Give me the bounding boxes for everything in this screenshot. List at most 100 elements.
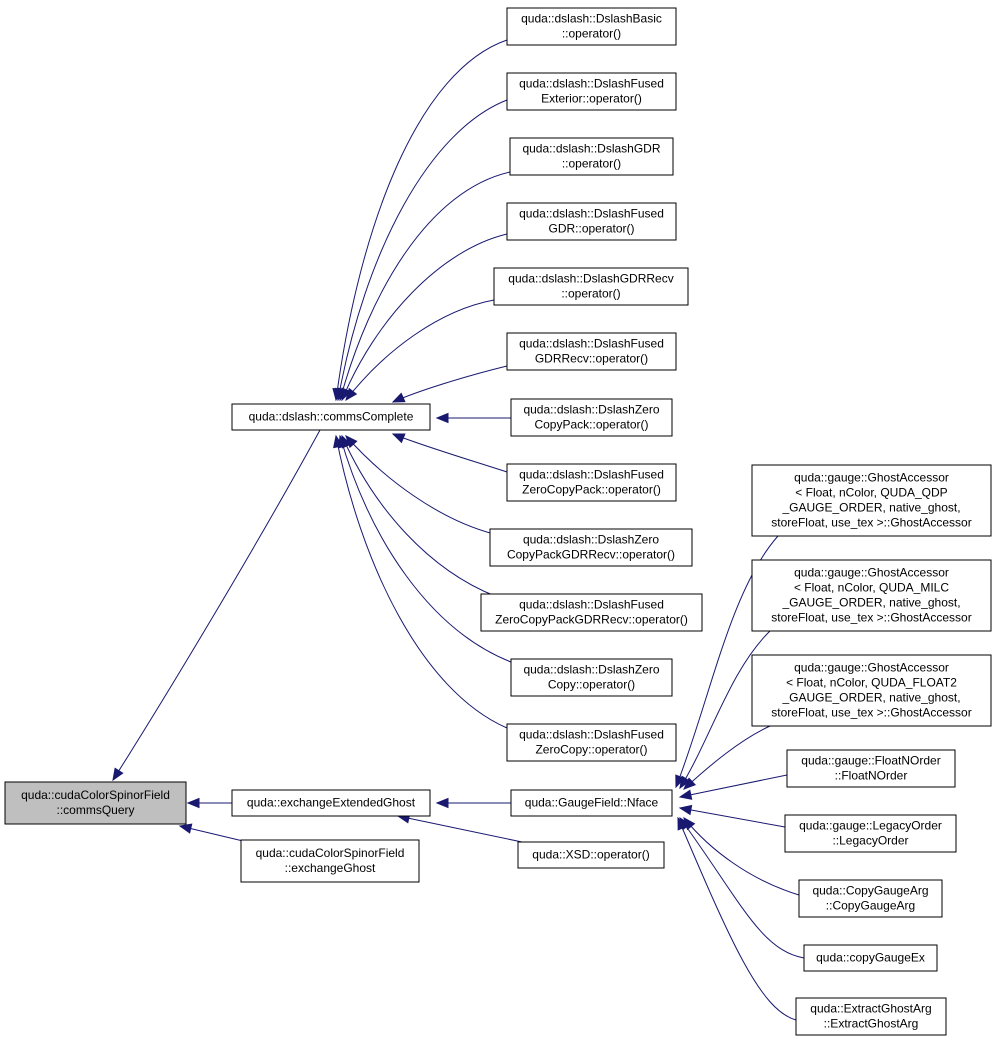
node-label-line: quda::gauge::GhostAccessor — [794, 661, 949, 675]
edge-dslash_gdr-to-comms_complete — [337, 171, 511, 402]
node-label-line: storeFloat, use_tex >::GhostAccessor — [771, 706, 971, 720]
node-dslash-fused-zero-copy-pack[interactable]: quda::dslash::DslashFusedZeroCopyPack::o… — [506, 463, 677, 502]
arrowhead — [435, 797, 449, 809]
edge-dslash_fused_zero_copy_pack-to-comms_complete — [391, 433, 508, 473]
node-label-line: quda::gauge::LegacyOrder — [799, 819, 942, 833]
edge-dslash_fused_gdr-to-comms_complete — [341, 233, 508, 402]
node-dslash-basic[interactable]: quda::dslash::DslashBasic::operator() — [506, 7, 677, 46]
node-label-line: quda::dslash::DslashFused — [519, 598, 664, 612]
node-dslash-gdr-recv[interactable]: quda::dslash::DslashGDRRecv::operator() — [493, 267, 689, 306]
arrowhead — [677, 816, 688, 831]
node-box — [506, 723, 677, 762]
node-extract-ghost-arg[interactable]: quda::ExtractGhostArg::ExtractGhostArg — [795, 997, 947, 1036]
node-box — [480, 593, 703, 632]
edge-line — [679, 817, 805, 959]
node-box — [506, 202, 677, 241]
edge-ghost_accessor_float2-to-gauge_field_nface — [683, 725, 771, 790]
node-label-line: quda::copyGaugeEx — [816, 951, 925, 965]
edge-exchange_ghost-to-root — [178, 823, 244, 842]
arrowhead — [391, 433, 406, 444]
node-label-line: quda::gauge::FloatNOrder — [801, 754, 940, 768]
edge-dslash_gdr_recv-to-comms_complete — [345, 299, 495, 402]
node-box — [795, 997, 947, 1036]
edge-line — [392, 365, 508, 403]
node-label-line: < Float, nColor, QUDA_MILC — [794, 581, 949, 595]
edge-dslash_fused_exterior-to-comms_complete — [334, 99, 508, 402]
node-label-line: quda::gauge::GhostAccessor — [794, 566, 949, 580]
node-exchange-ghost[interactable]: quda::cudaColorSpinorField::exchangeGhos… — [240, 839, 420, 883]
node-dslash-fused-gdr-recv[interactable]: quda::dslash::DslashFusedGDRRecv::operat… — [506, 332, 677, 371]
node-label-line: ::commsQuery — [56, 803, 134, 817]
arrowhead — [683, 777, 697, 790]
arrowhead — [679, 775, 691, 790]
edge-dslash_zero_copy_pack-to-comms_complete — [435, 412, 511, 424]
node-box — [506, 332, 677, 371]
node-dslash-zero-copy-pack-gdr-recv[interactable]: quda::dslash::DslashZeroCopyPackGDRRecv:… — [489, 528, 693, 567]
arrowhead — [345, 387, 358, 402]
edge-line — [679, 630, 771, 789]
edge-line — [683, 817, 800, 896]
node-box — [751, 654, 992, 727]
edge-line — [339, 435, 512, 663]
node-ghost-accessor-qdp[interactable]: quda::gauge::GhostAccessor< Float, nColo… — [751, 464, 992, 537]
node-label-line: quda::dslash::DslashGDRRecv — [508, 272, 673, 286]
node-xsd-operator[interactable]: quda::XSD::operator() — [517, 841, 665, 869]
node-label-line: ::FloatNOrder — [835, 769, 908, 783]
node-label-line: quda::dslash::DslashZero — [523, 533, 659, 547]
arrowhead — [186, 797, 200, 809]
node-copy-gauge-arg[interactable]: quda::CopyGaugeArg::CopyGaugeArg — [798, 879, 943, 918]
node-comms-complete[interactable]: quda::dslash::commsComplete — [231, 403, 431, 431]
node-label-line: Copy::operator() — [548, 678, 635, 692]
node-label-line: quda::dslash::DslashFused — [519, 728, 664, 742]
node-label-line: Exterior::operator() — [541, 92, 642, 106]
node-label-line: quda::dslash::DslashFused — [519, 468, 664, 482]
node-copy-gauge-ex[interactable]: quda::copyGaugeEx — [803, 944, 938, 972]
edge-dslash_fused_zero_copy-to-comms_complete — [333, 434, 508, 729]
node-label-line: quda::dslash::commsComplete — [249, 410, 414, 424]
node-dslash-gdr[interactable]: quda::dslash::DslashGDR::operator() — [509, 137, 674, 176]
node-label-line: ::exchangeGhost — [285, 861, 376, 875]
node-label-line: GDRRecv::operator() — [535, 352, 648, 366]
edge-dslash_basic-to-comms_complete — [332, 39, 508, 402]
node-label-line: ZeroCopyPack::operator() — [522, 483, 661, 497]
node-box — [489, 528, 693, 567]
edge-line — [345, 435, 495, 535]
node-label-line: ::CopyGaugeArg — [826, 899, 915, 913]
node-label-line: quda::dslash::DslashZero — [523, 663, 659, 677]
node-gauge-field-nface[interactable]: quda::GaugeField::Nface — [510, 789, 673, 817]
arrowhead — [333, 434, 344, 449]
node-label-line: ::operator() — [561, 287, 620, 301]
node-legacy-order[interactable]: quda::gauge::LegacyOrder::LegacyOrder — [784, 814, 957, 853]
node-box — [751, 559, 992, 632]
node-label-line: quda::cudaColorSpinorField — [256, 846, 405, 860]
edge-gauge_field_nface-to-exchange_extended_ghost — [435, 797, 511, 809]
node-box — [517, 841, 665, 869]
node-ghost-accessor-milc[interactable]: quda::gauge::GhostAccessor< Float, nColo… — [751, 559, 992, 632]
node-dslash-fused-exterior[interactable]: quda::dslash::DslashFusedExterior::opera… — [506, 72, 677, 111]
node-dslash-fused-zero-copy[interactable]: quda::dslash::DslashFusedZeroCopy::opera… — [506, 723, 677, 762]
node-label-line: _GAUGE_ORDER, native_ghost, — [781, 691, 960, 705]
node-box — [784, 814, 957, 853]
node-box — [798, 879, 943, 918]
edge-line — [335, 435, 508, 729]
node-dslash-zero-copy-pack[interactable]: quda::dslash::DslashZeroCopyPack::operat… — [510, 398, 673, 437]
node-label-line: quda::GaugeField::Nface — [525, 796, 659, 810]
node-label-line: quda::dslash::DslashFused — [519, 337, 664, 351]
edge-legacy_order-to-gauge_field_nface — [678, 804, 786, 828]
arrowhead — [678, 804, 693, 816]
node-label-line: ::operator() — [562, 157, 621, 171]
arrowhead — [178, 823, 193, 834]
node-dslash-fused-zero-copy-pack-gdr-recv[interactable]: quda::dslash::DslashFusedZeroCopyPackGDR… — [480, 593, 703, 632]
node-float-n-order[interactable]: quda::gauge::FloatNOrder::FloatNOrder — [786, 749, 956, 788]
node-label-line: quda::XSD::operator() — [532, 848, 649, 862]
edge-line — [397, 815, 523, 843]
node-label-line: quda::dslash::DslashBasic — [521, 12, 662, 26]
node-ghost-accessor-float2[interactable]: quda::gauge::GhostAccessor< Float, nColo… — [751, 654, 992, 727]
node-box — [506, 463, 677, 502]
node-label-line: quda::exchangeExtendedGhost — [247, 796, 416, 810]
edge-line — [392, 433, 508, 473]
edge-line — [337, 99, 508, 401]
node-exchange-extended-ghost[interactable]: quda::exchangeExtendedGhost — [231, 789, 431, 817]
